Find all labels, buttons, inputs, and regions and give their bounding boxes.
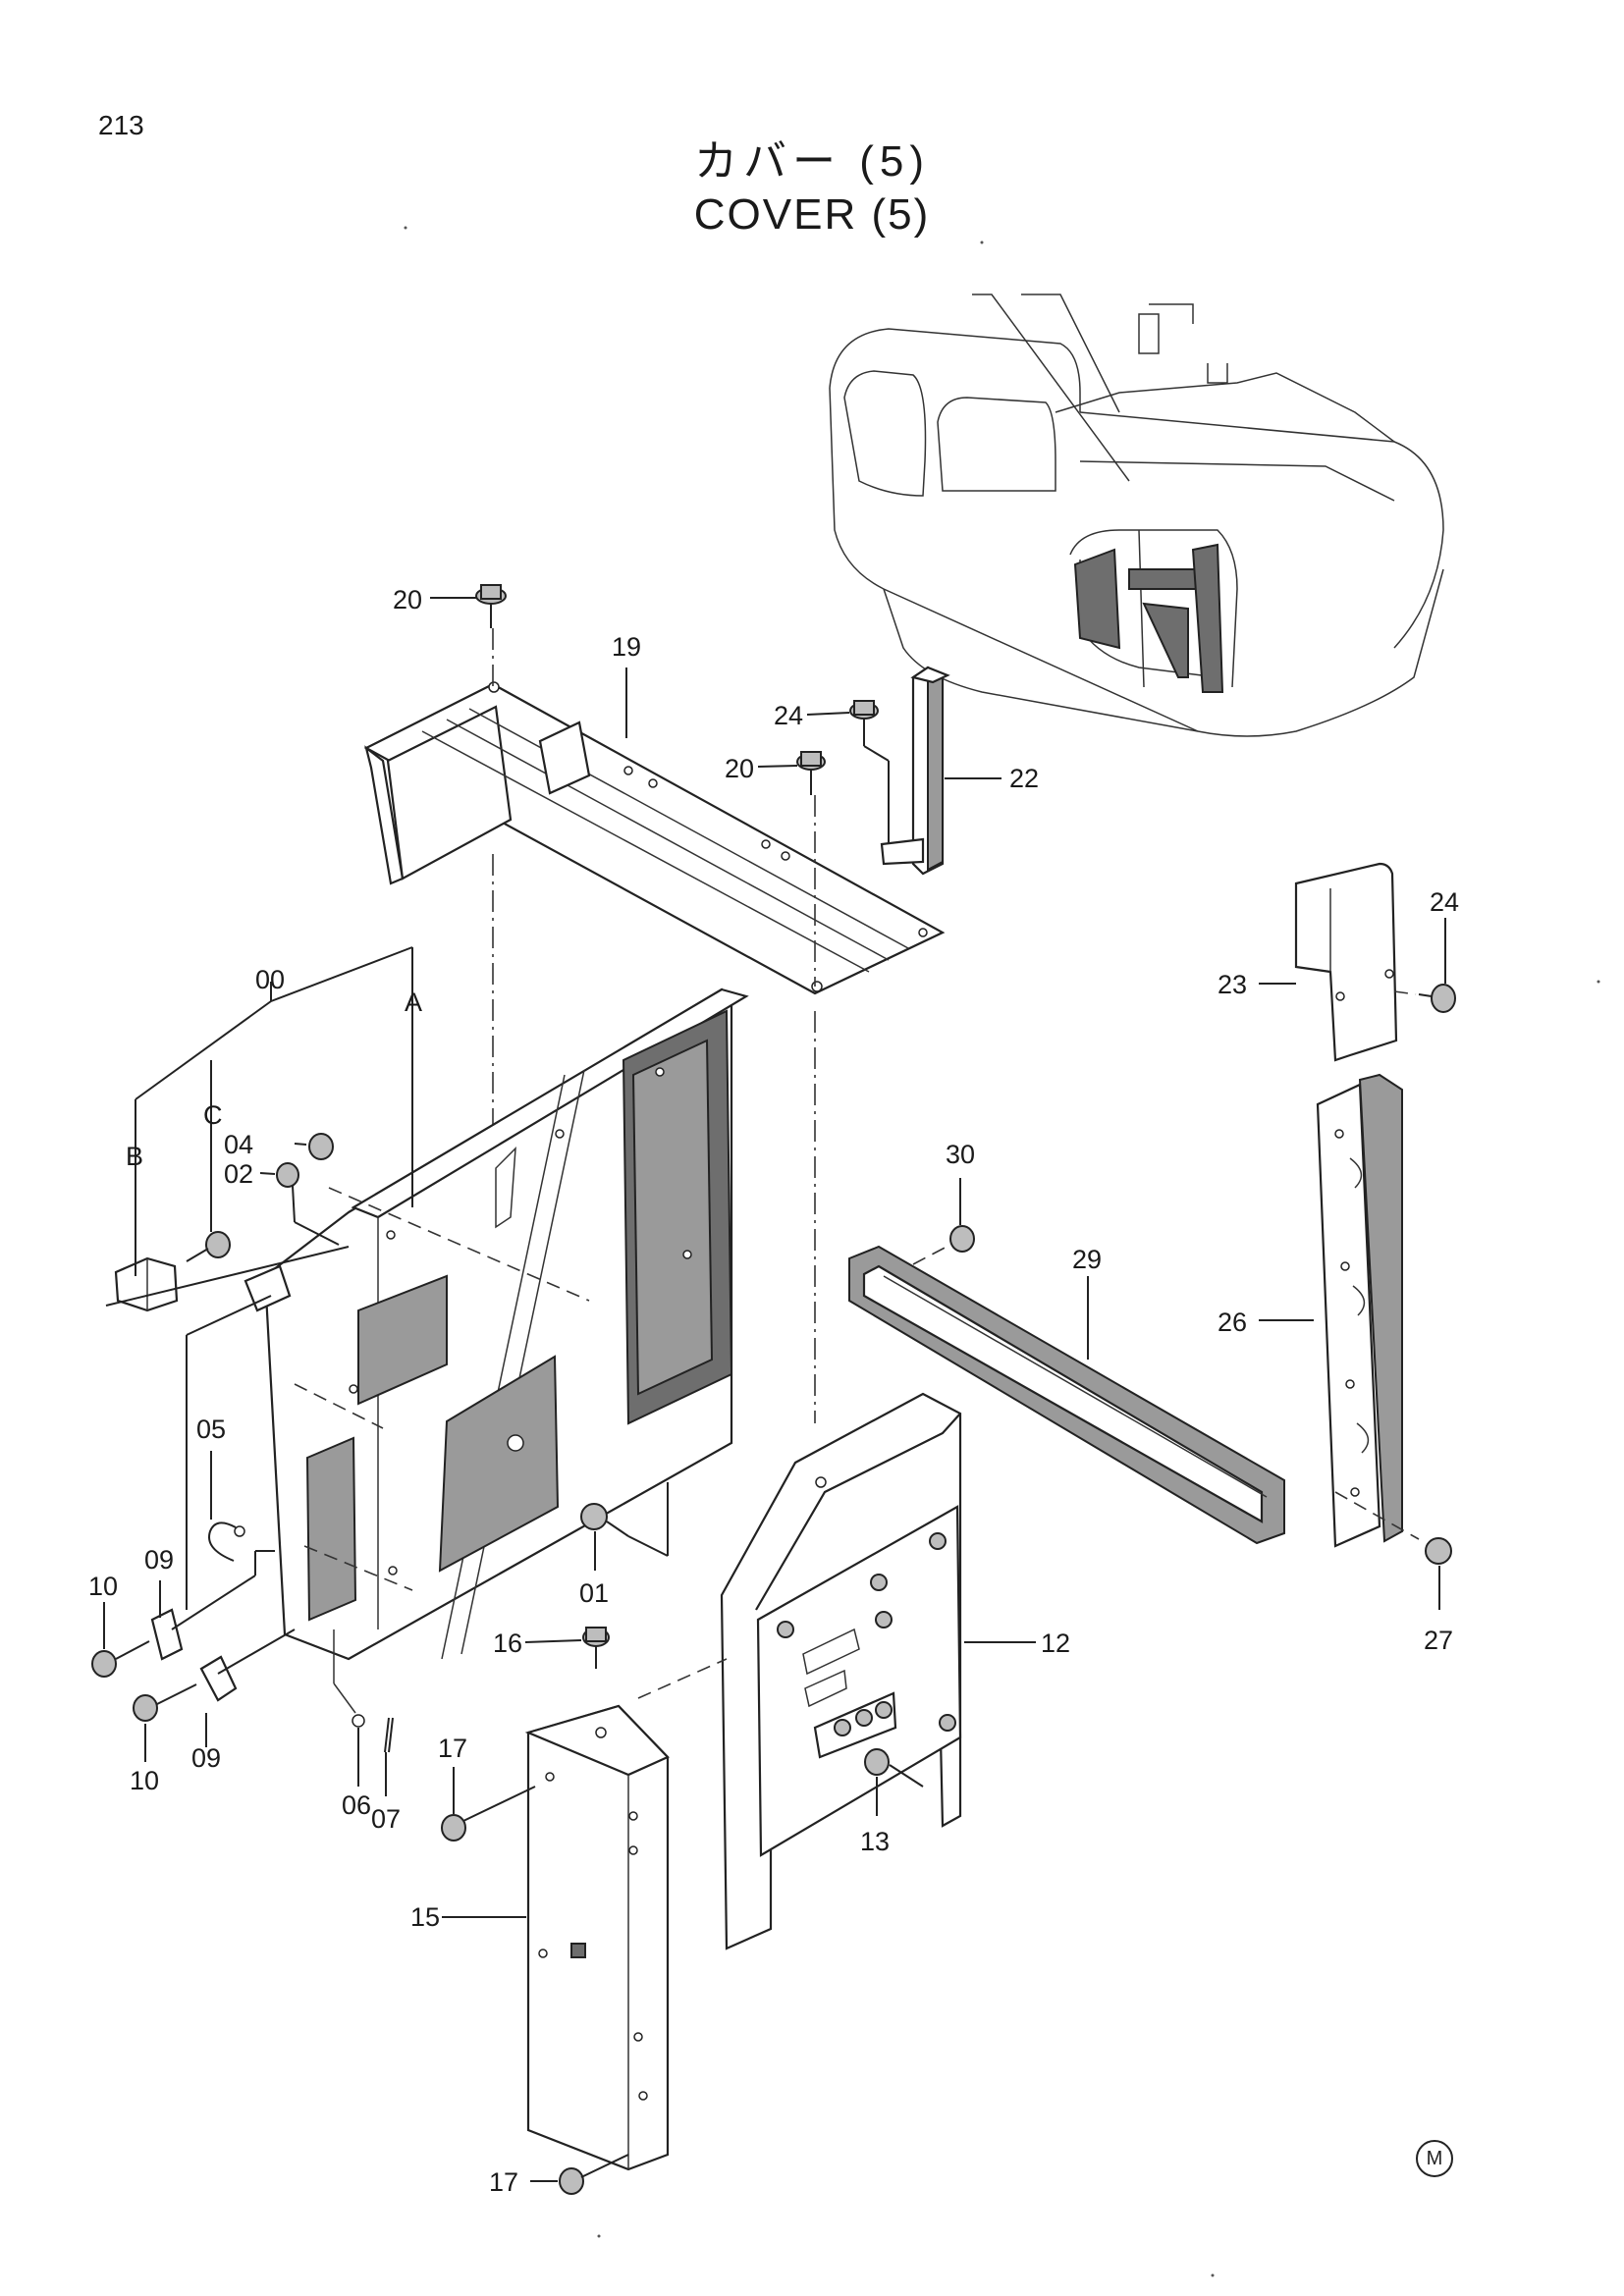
callout-17-lower: 17	[489, 2167, 518, 2197]
callout-20-upper: 20	[393, 585, 422, 614]
part-06-washer	[333, 1629, 365, 1728]
part-30-bolt	[912, 1225, 975, 1265]
callout-A: A	[405, 988, 422, 1017]
callout-16: 16	[493, 1629, 522, 1658]
part-05-clip	[208, 1522, 245, 1562]
scan-specks	[404, 226, 1600, 2277]
part-B-bracket	[114, 1256, 179, 1312]
hitachi-mark-icon: M	[1416, 2140, 1453, 2177]
title-block: カバー (5) COVER (5)	[0, 135, 1624, 241]
callout-24-right: 24	[1430, 887, 1459, 917]
callout-01: 01	[579, 1578, 609, 1608]
callout-23: 23	[1218, 970, 1247, 999]
callout-labels: 20 19 24 20 22 24 23 00 A C B 04 02 30 2…	[88, 585, 1459, 2197]
callout-26: 26	[1218, 1308, 1247, 1337]
part-24-bolt-cover	[1418, 984, 1456, 1013]
callout-22: 22	[1009, 764, 1039, 793]
excavator-overview	[829, 294, 1444, 737]
part-20-bolt-mid	[796, 751, 826, 795]
part-23-cover-plate	[1294, 862, 1417, 1062]
part-26-vertical-channel	[1316, 1073, 1403, 1548]
callout-00: 00	[255, 965, 285, 994]
part-02-bolt	[276, 1162, 340, 1246]
callout-19: 19	[612, 632, 641, 662]
callout-B: B	[126, 1142, 143, 1171]
callout-29: 29	[1072, 1245, 1102, 1274]
part-19-top-frame	[363, 681, 946, 995]
part-24-bolt-bracket	[849, 700, 890, 844]
part-17-bolt-upper	[441, 1786, 536, 1842]
callout-24-upper: 24	[774, 701, 803, 730]
part-16-bolt	[582, 1627, 610, 1669]
callout-12: 12	[1041, 1629, 1070, 1658]
part-12-upright-bracket	[720, 1392, 962, 1950]
part-10-bolt-lower	[133, 1683, 197, 1722]
title-japanese: カバー (5)	[694, 137, 930, 186]
assembly-tree-lines	[105, 946, 413, 1610]
leader-lines	[103, 597, 1446, 2182]
callout-17-upper: 17	[438, 1734, 467, 1763]
callout-05: 05	[196, 1415, 226, 1444]
part-09-clamp-upper	[150, 1550, 275, 1661]
part-10-bolt-upper	[91, 1640, 150, 1678]
callout-27: 27	[1424, 1626, 1453, 1655]
callout-10-lower: 10	[130, 1766, 159, 1795]
page-number: 213	[98, 110, 144, 140]
callout-C: C	[203, 1100, 223, 1130]
callout-20-mid: 20	[725, 754, 754, 783]
title-english: COVER (5)	[693, 190, 931, 239]
part-20-bolt-upper	[475, 584, 507, 628]
callout-02: 02	[224, 1159, 253, 1189]
part-C-bolt	[186, 1231, 231, 1262]
part-13-bolt	[864, 1748, 924, 1788]
part-22-vertical-bracket	[880, 666, 950, 876]
part-07-pin	[384, 1717, 394, 1753]
part-27-bolt	[1334, 1491, 1452, 1565]
part-09-clamp-lower	[199, 1629, 296, 1702]
part-04-bolt	[308, 1133, 334, 1160]
part-01-bolt	[580, 1482, 669, 1557]
callout-09-lower: 09	[191, 1743, 221, 1773]
part-00-main-frame-assembly	[244, 988, 749, 1661]
callout-15: 15	[410, 1902, 440, 1932]
callout-13: 13	[860, 1827, 890, 1856]
part-17-bolt-lower	[559, 2154, 629, 2195]
callout-30: 30	[946, 1140, 975, 1169]
part-29-long-bar	[848, 1245, 1285, 1545]
callout-04: 04	[224, 1130, 253, 1159]
callout-10-upper: 10	[88, 1572, 118, 1601]
callout-07: 07	[371, 1804, 401, 1834]
assembly-guide-lines	[294, 1187, 590, 1591]
callout-06: 06	[342, 1790, 371, 1820]
part-15-side-plate	[524, 1658, 728, 2171]
callout-09-upper: 09	[144, 1545, 174, 1575]
